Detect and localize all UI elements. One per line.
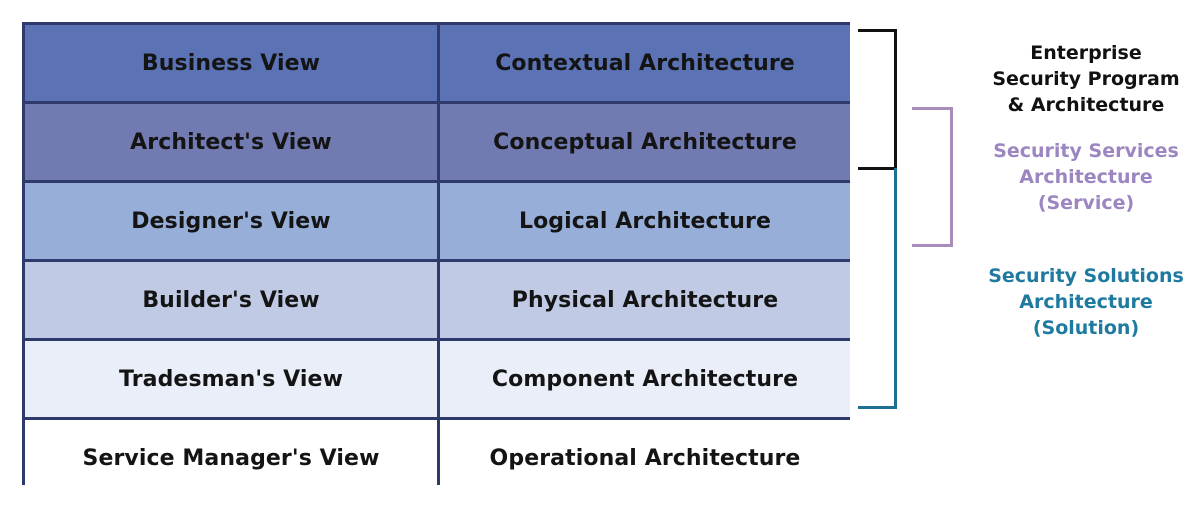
- architecture-cell-logical: Logical Architecture: [440, 183, 850, 259]
- solutions-label: Security Solutions Architecture (Solutio…: [980, 263, 1192, 341]
- view-cell-business: Business View: [25, 25, 437, 101]
- services-label-line: Security Services: [993, 140, 1179, 162]
- enterprise-bracket: [858, 29, 897, 170]
- solutions-label-line: Architecture: [1019, 291, 1153, 313]
- architecture-cell-operational: Operational Architecture: [440, 420, 850, 497]
- architecture-cell-component: Component Architecture: [440, 341, 850, 417]
- solutions-label-line: (Solution): [1032, 317, 1140, 339]
- enterprise-label-line: Enterprise: [1030, 42, 1142, 64]
- enterprise-label: Enterprise Security Program & Architectu…: [980, 40, 1192, 118]
- enterprise-label-line: & Architecture: [1007, 94, 1165, 116]
- services-label: Security Services Architecture (Service): [980, 138, 1192, 216]
- view-cell-architect: Architect's View: [25, 104, 437, 180]
- solutions-label-line: Security Solutions: [988, 265, 1184, 287]
- view-cell-builder: Builder's View: [25, 262, 437, 338]
- architecture-cell-physical: Physical Architecture: [440, 262, 850, 338]
- architecture-cell-contextual: Contextual Architecture: [440, 25, 850, 101]
- services-label-line: Architecture: [1019, 166, 1153, 188]
- solutions-bracket: [858, 168, 897, 409]
- view-cell-designer: Designer's View: [25, 183, 437, 259]
- enterprise-label-line: Security Program: [992, 68, 1180, 90]
- services-label-line: (Service): [1037, 192, 1135, 214]
- architecture-cell-conceptual: Conceptual Architecture: [440, 104, 850, 180]
- view-cell-tradesman: Tradesman's View: [25, 341, 437, 417]
- services-bracket: [912, 107, 953, 247]
- architecture-table: Business View Contextual Architecture Ar…: [22, 22, 850, 497]
- view-cell-service-manager: Service Manager's View: [25, 420, 437, 497]
